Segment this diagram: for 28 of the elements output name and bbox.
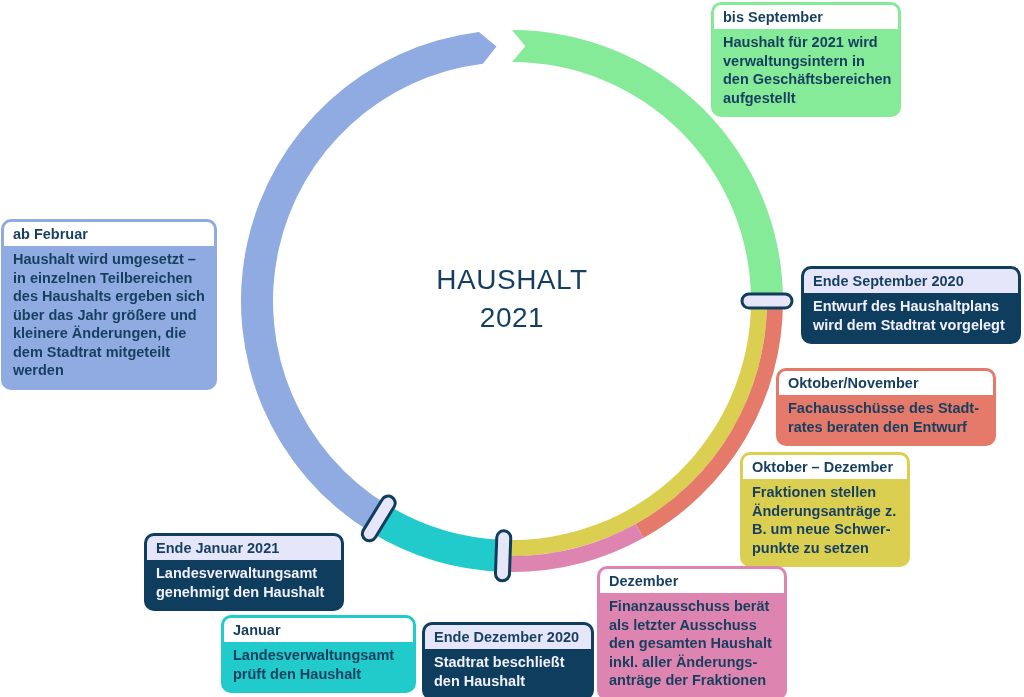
- card-heading: Ende Januar 2021: [147, 536, 341, 560]
- timeline-card: [740, 452, 910, 567]
- card-heading: Ende September 2020: [804, 269, 1018, 293]
- card-heading: Januar: [224, 618, 413, 642]
- card-heading: Dezember: [600, 569, 784, 593]
- card-text: Entwurf des Haushaltplans wird dem Stadtrat vorgelegt: [812, 297, 1006, 335]
- card-text: Fraktionen stellen Änderungsanträge z. B. um neue Schwer- punkte zu setzen: [751, 483, 898, 558]
- timeline-card: [776, 368, 996, 446]
- card-heading: Oktober – Dezember: [743, 455, 907, 479]
- card-text: Stadtrat beschließt den Haushalt: [433, 653, 566, 691]
- card-text: Landesverwaltungsamt genehmigt den Haushalt: [155, 564, 326, 602]
- timeline-card: [711, 2, 901, 117]
- timeline-card: [221, 615, 416, 693]
- card-heading: Ende Dezember 2020: [425, 625, 591, 649]
- card-heading: ab Februar: [4, 222, 214, 246]
- timeline-card: [422, 622, 594, 697]
- timeline-card: [144, 533, 344, 611]
- timeline-card: [597, 566, 787, 697]
- timeline-card: [1, 219, 217, 390]
- timeline-card: [801, 266, 1021, 344]
- center-title: HAUSHALT 2021: [435, 263, 589, 335]
- card-text: Finanzausschuss berät als letzter Ausschuss den gesamten Haushalt inkl. aller Änderungs- anträge der Fraktionen: [608, 597, 773, 690]
- card-text: Fachausschüsse des Stadt- rates beraten den Entwurf: [787, 399, 980, 437]
- card-text: Haushalt für 2021 wird verwaltungsintern in den Geschäftsbereichen aufgestellt: [722, 33, 893, 108]
- card-heading: bis September: [714, 5, 898, 29]
- card-text: Landesverwaltungsamt prüft den Haushalt: [232, 646, 396, 684]
- card-heading: Oktober/November: [779, 371, 993, 395]
- card-text: Haushalt wird umgesetzt – in einzelnen Teilbereichen des Haushalts ergeben sich über das Jahr größere und kleinere Änderungen, die dem Stadtrat mitgeteilt werden: [12, 250, 206, 380]
